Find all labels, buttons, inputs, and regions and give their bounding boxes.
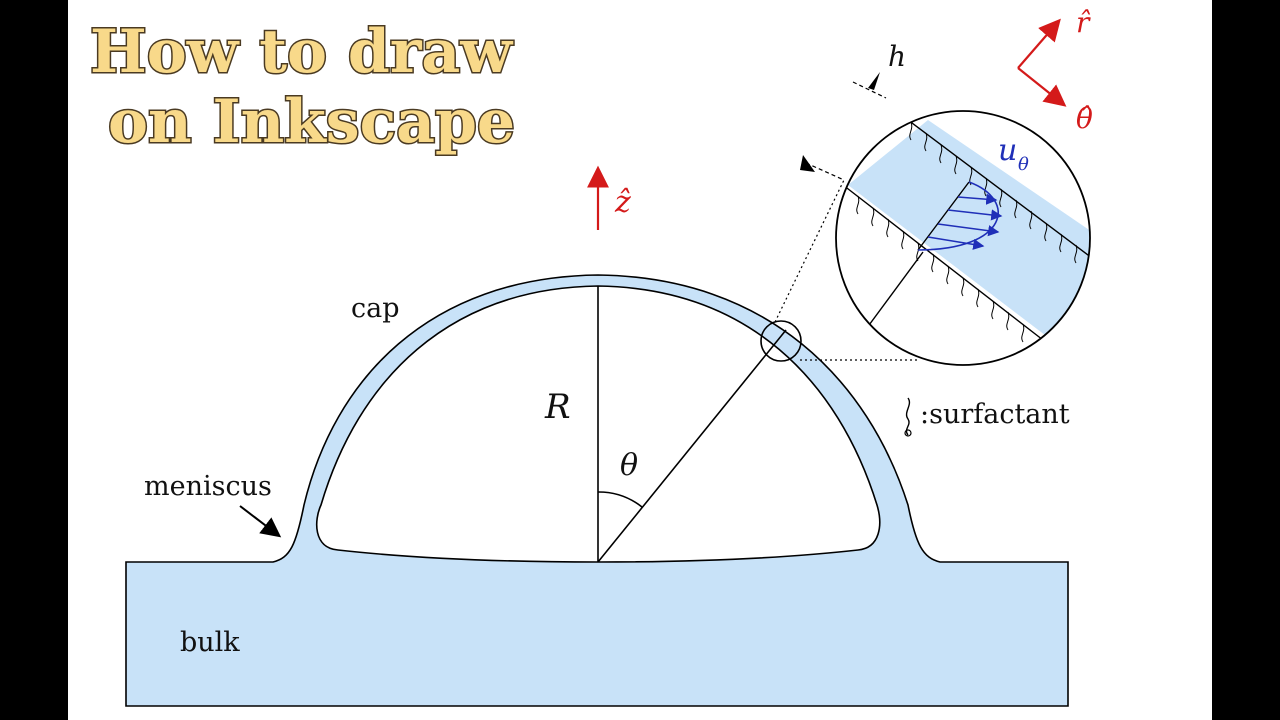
surfactant-label: :surfactant: [920, 399, 1070, 430]
u-label: u: [998, 133, 1017, 168]
angle-line: [597, 329, 787, 563]
zoom-inset: [836, 111, 1090, 365]
zoom-source-circle: [760, 320, 802, 362]
title-line-1: How to draw: [90, 17, 513, 87]
zoom-upper-surface: [887, 111, 1090, 271]
title-line-2: on Inkscape: [108, 87, 515, 157]
r-hat-arrow: [1017, 18, 1061, 69]
lower-surfactants: [856, 195, 1025, 343]
meniscus-label: meniscus: [144, 471, 272, 502]
r-hat-label: r̂: [1076, 6, 1091, 39]
u-sub-label: θ: [1018, 154, 1029, 175]
zoom-lower-surface: [842, 184, 1044, 341]
theta-hat-label: θ̂: [1076, 102, 1093, 135]
diagram-svg: How to draw on Inkscape: [89, 6, 1093, 707]
zoom-connector-upper: [774, 179, 845, 323]
upper-surfactants: [909, 121, 1078, 264]
surfactant-legend-head-icon: [904, 429, 912, 437]
cap-label: cap: [351, 293, 400, 324]
theta-label: θ: [620, 448, 638, 483]
bulk-label: bulk: [180, 627, 240, 658]
zoom-circle: [835, 110, 1091, 366]
h-label: h: [888, 40, 906, 73]
h-dim-upper: [852, 81, 887, 99]
R-label: R: [544, 387, 571, 427]
theta-hat-arrow: [1017, 67, 1067, 107]
meniscus-arrow: [239, 505, 282, 538]
h-arrow-top: [868, 72, 880, 90]
angle-arc: [597, 491, 643, 508]
velocity-profile: [917, 181, 1003, 251]
z-hat-label: ẑ: [614, 185, 631, 220]
h-arrow-bottom: [800, 155, 815, 172]
figure-canvas: How to draw on Inkscape: [68, 0, 1212, 720]
